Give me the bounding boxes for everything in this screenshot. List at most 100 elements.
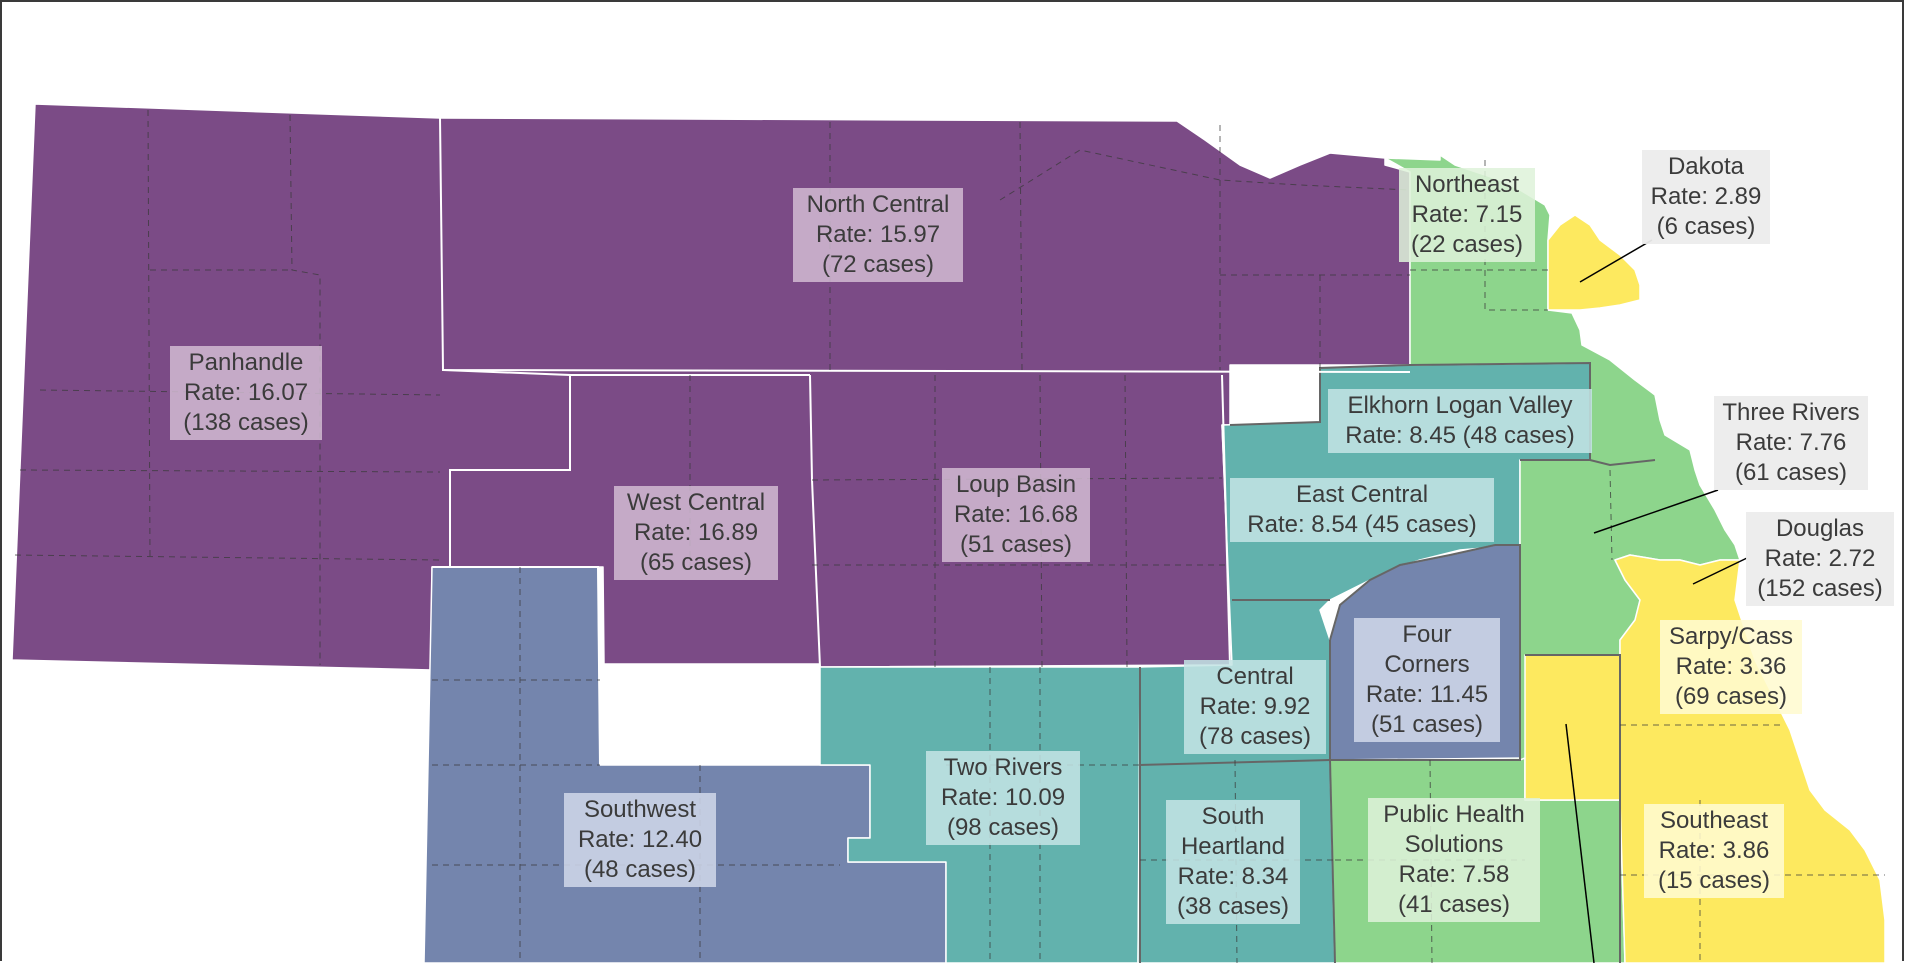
district-rate: Rate: 8.54 (45 cases) (1247, 511, 1477, 538)
district-name: South (1201, 803, 1265, 830)
district-name: Heartland (1180, 833, 1286, 860)
district-borders (1139, 361, 1656, 963)
district-rate: Rate: 2.89 (1650, 183, 1762, 210)
border-phs-yellow (1525, 654, 1621, 963)
district-name: Corners (1384, 651, 1470, 678)
district-rate: Rate: 8.45 (48 cases) (1345, 422, 1575, 449)
region-northeast[interactable] (1384, 154, 1741, 801)
douglas-leader (1692, 557, 1748, 585)
district-cases: (138 cases) (183, 409, 309, 436)
district-cases: (6 cases) (1656, 213, 1756, 240)
district-rate: Rate: 16.07 (183, 379, 309, 406)
district-cases: (152 cases) (1757, 575, 1883, 602)
county-line (1124, 374, 1128, 668)
district-name: Dakota (1667, 153, 1745, 180)
district-cases: (41 cases) (1397, 891, 1511, 918)
label-southeast: Southeast Rate: 3.86 (15 cases) (1644, 804, 1784, 898)
district-rate: Rate: 7.15 (1411, 201, 1523, 228)
district-cases: (98 cases) (946, 814, 1060, 841)
district-rate: Rate: 16.89 (633, 519, 759, 546)
district-name: Douglas (1775, 515, 1865, 542)
district-rate: Rate: 15.97 (815, 221, 941, 248)
label-south-heartland: South Heartland Rate: 8.34 (38 cases) (1166, 800, 1300, 924)
county-line (19, 469, 441, 473)
district-name: East Central (1295, 481, 1429, 508)
district-rate: Rate: 8.34 (1177, 863, 1289, 890)
district-name: Sarpy/Cass (1668, 623, 1794, 650)
label-north-central: North Central Rate: 15.97 (72 cases) (793, 188, 963, 282)
district-name: Panhandle (188, 349, 304, 376)
district-rate: Rate: 12.40 (577, 826, 703, 853)
district-rate: Rate: 7.76 (1735, 429, 1847, 456)
district-cases: (51 cases) (959, 531, 1073, 558)
district-name: Four (1402, 621, 1452, 648)
district-rate: Rate: 16.68 (953, 501, 1079, 528)
district-cases: (38 cases) (1176, 893, 1290, 920)
label-east-central: East Central Rate: 8.54 (45 cases) (1230, 478, 1494, 542)
label-douglas: Douglas Rate: 2.72 (152 cases) (1746, 512, 1894, 606)
region-douglas[interactable] (1614, 554, 1886, 963)
border-three-rivers (1520, 459, 1656, 467)
label-west-central: West Central Rate: 16.89 (65 cases) (614, 486, 778, 580)
sarpy-cass-leader (1565, 723, 1595, 963)
district-rate: Rate: 3.36 (1675, 653, 1787, 680)
boundary-panhandle-west (442, 369, 571, 567)
county-line (289, 114, 321, 665)
county-line (999, 149, 1411, 201)
label-public-health-solutions: Public Health Solutions Rate: 7.58 (41 c… (1368, 798, 1540, 922)
label-two-rivers: Two Rivers Rate: 10.09 (98 cases) (926, 751, 1080, 845)
district-name: Elkhorn Logan Valley (1347, 392, 1573, 419)
border-four-corners (1329, 544, 1521, 761)
district-name: Central (1216, 663, 1294, 690)
district-name: Loup Basin (955, 471, 1077, 498)
boundary-loup-east (1221, 374, 1231, 666)
district-rate: Rate: 7.58 (1398, 861, 1510, 888)
district-cases: (51 cases) (1370, 711, 1484, 738)
district-cases: (65 cases) (639, 549, 753, 576)
district-name: West Central (626, 489, 766, 516)
label-three-rivers: Three Rivers Rate: 7.76 (61 cases) (1714, 396, 1868, 490)
major-boundaries (432, 117, 1411, 766)
district-name: Three Rivers (1722, 399, 1860, 426)
district-name: Southeast (1659, 807, 1769, 834)
region-dakota[interactable] (1547, 214, 1641, 311)
label-southwest: Southwest Rate: 12.40 (48 cases) (564, 793, 716, 887)
label-panhandle: Panhandle Rate: 16.07 (138 cases) (170, 346, 322, 440)
label-sarpy-cass: Sarpy/Cass Rate: 3.36 (69 cases) (1660, 620, 1802, 714)
district-name: North Central (806, 191, 950, 218)
leader-lines (1565, 239, 1748, 963)
county-line (14, 554, 441, 561)
district-cases: (78 cases) (1198, 723, 1312, 750)
district-name: Solutions (1404, 831, 1504, 858)
county-line (1019, 121, 1023, 371)
district-cases: (15 cases) (1657, 867, 1771, 894)
district-cases: (61 cases) (1734, 459, 1848, 486)
label-elkhorn-logan-valley: Elkhorn Logan Valley Rate: 8.45 (48 case… (1328, 389, 1592, 453)
district-cases: (22 cases) (1410, 231, 1524, 258)
district-cases: (48 cases) (583, 856, 697, 883)
district-name: Southwest (583, 796, 697, 823)
dakota-leader (1579, 239, 1653, 283)
district-rate: Rate: 10.09 (940, 784, 1066, 811)
district-rate: Rate: 11.45 (1365, 681, 1489, 708)
district-name: Two Rivers (943, 754, 1063, 781)
county-line (811, 477, 1223, 481)
boundary-southwest-top (432, 566, 601, 766)
district-name: Public Health (1383, 801, 1525, 828)
district-name: Northeast (1414, 171, 1520, 198)
county-line (147, 109, 151, 561)
label-northeast: Northeast Rate: 7.15 (22 cases) (1399, 168, 1535, 262)
district-cases: (72 cases) (821, 251, 935, 278)
label-four-corners: Four Corners Rate: 11.45 (51 cases) (1354, 618, 1500, 742)
label-loup-basin: Loup Basin Rate: 16.68 (51 cases) (942, 468, 1090, 562)
district-rate: Rate: 2.72 (1764, 545, 1876, 572)
three-rivers-leader (1593, 489, 1719, 534)
county-line (1609, 469, 1613, 561)
label-central: Central Rate: 9.92 (78 cases) (1184, 660, 1326, 754)
district-rate: Rate: 9.92 (1199, 693, 1311, 720)
district-cases: (69 cases) (1674, 683, 1788, 710)
district-rate: Rate: 3.86 (1658, 837, 1770, 864)
border-south-heartland-phs (1329, 759, 1336, 963)
label-dakota: Dakota Rate: 2.89 (6 cases) (1642, 150, 1770, 244)
